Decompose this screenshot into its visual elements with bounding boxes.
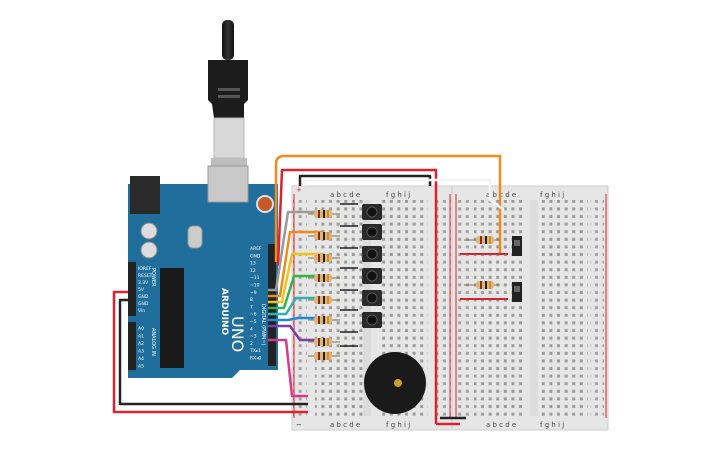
pushbutton-group: [362, 204, 382, 328]
wire-gray: [268, 210, 322, 292]
capacitor-icon: [140, 241, 158, 259]
resistor: [308, 203, 358, 218]
wire-orange-top: [274, 154, 502, 262]
digital-pin-label: GND: [250, 253, 261, 259]
brand-label: ARDUINO: [219, 288, 229, 336]
resistor: [308, 289, 358, 304]
resistor: [308, 309, 358, 324]
digital-pin-label: 4: [250, 326, 253, 332]
wire-red-top: [276, 168, 438, 424]
svg-text:−: −: [296, 421, 302, 429]
analog-header: [128, 322, 136, 370]
svg-text:f g h i j: f g h i j: [540, 191, 564, 199]
svg-text:f g h i j: f g h i j: [540, 421, 564, 429]
analog-pin-label: A0: [138, 326, 144, 332]
analog-pin-label: A5: [138, 364, 144, 370]
pushbutton[interactable]: [362, 224, 382, 240]
wires: [112, 154, 505, 426]
pushbutton[interactable]: [362, 312, 382, 328]
wire-black-gnd: [118, 298, 308, 406]
wire-teal: [268, 296, 322, 316]
digital-pin-label: AREF: [250, 246, 262, 252]
digital-pin-label: ~3: [250, 334, 257, 340]
resistor: [308, 247, 358, 262]
atmega-chip: [160, 268, 184, 368]
digital-pin-label: ~10: [250, 283, 260, 289]
resistor-group: [308, 203, 358, 360]
col-labels-right-top: f g h i j: [386, 191, 410, 199]
analog-pin-label: A2: [138, 341, 144, 347]
power-pin-label: 5V: [138, 287, 145, 293]
digital-header: [268, 244, 276, 366]
resistor: [308, 225, 358, 240]
col-labels-left-top: a b c d e: [330, 191, 360, 199]
power-jack: [130, 176, 160, 214]
power-pin-label: RESET: [138, 273, 153, 279]
digital-pin-label: 7: [250, 304, 253, 310]
capacitor-icon: [140, 222, 158, 240]
power-pin-label: Vin: [138, 308, 145, 314]
pushbutton[interactable]: [362, 290, 382, 306]
col-labels-left-bottom: a b c d e: [330, 421, 360, 429]
usb-port: [207, 165, 249, 203]
svg-text:+: +: [296, 186, 302, 194]
wire-blue: [268, 316, 322, 322]
reset-button[interactable]: [256, 195, 274, 213]
analog-header-label: ANALOG IN: [150, 328, 156, 356]
digital-pin-label: ~5: [250, 319, 257, 325]
arduino-uno-board: ARDUINO UNO DIGITAL (PWM~) POWER ANALOG …: [128, 165, 278, 378]
analog-pin-label: A1: [138, 334, 144, 340]
power-pin-label: GND: [138, 301, 149, 307]
resistor: [308, 331, 358, 346]
digital-pin-label: RX◂0: [250, 356, 261, 362]
right-components: [460, 236, 522, 302]
power-pin-label: 3.3V: [138, 280, 149, 286]
wire-green: [268, 274, 322, 310]
digital-pin-label: ~11: [250, 275, 260, 281]
wire-yellow: [268, 252, 322, 304]
wire-magenta: [268, 338, 308, 398]
wire-white-top: [302, 178, 505, 212]
digital-pin-label: 13: [250, 261, 256, 267]
resistor: [308, 345, 358, 360]
piezo-buzzer[interactable]: [364, 352, 426, 414]
digital-pin-label: TX▸1: [249, 348, 261, 354]
analog-pin-label: A3: [138, 349, 144, 355]
digital-pin-label: 12: [250, 268, 256, 274]
svg-text:a b c d e: a b c d e: [486, 421, 516, 429]
model-label: UNO: [228, 316, 247, 352]
wire-purple: [268, 324, 322, 342]
digital-header-label: DIGITAL (PWM~): [260, 304, 266, 346]
pushbutton[interactable]: [362, 204, 382, 220]
power-header: [128, 262, 136, 316]
digital-pin-label: 2: [250, 341, 253, 347]
analog-pin-label: A4: [138, 356, 144, 362]
resistor: [308, 267, 358, 282]
col-labels-right-bottom: f g h i j: [386, 421, 410, 429]
digital-pin-label: ~9: [250, 290, 257, 296]
power-pin-label: GND: [138, 294, 149, 300]
crystal-icon: [187, 225, 203, 249]
power-header-label: POWER: [150, 268, 156, 287]
usb-cable: [208, 20, 248, 172]
wire-orange: [268, 230, 322, 298]
pushbutton[interactable]: [362, 268, 382, 284]
breadboard-right: a b c d e f g h i j a b c d e f g h i j: [451, 185, 609, 431]
pushbutton[interactable]: [362, 246, 382, 262]
power-pin-label: IOREF: [138, 266, 152, 272]
digital-pin-label: 8: [250, 297, 253, 303]
digital-pin-label: ~6: [250, 312, 257, 318]
wire-red-5v: [112, 290, 308, 414]
